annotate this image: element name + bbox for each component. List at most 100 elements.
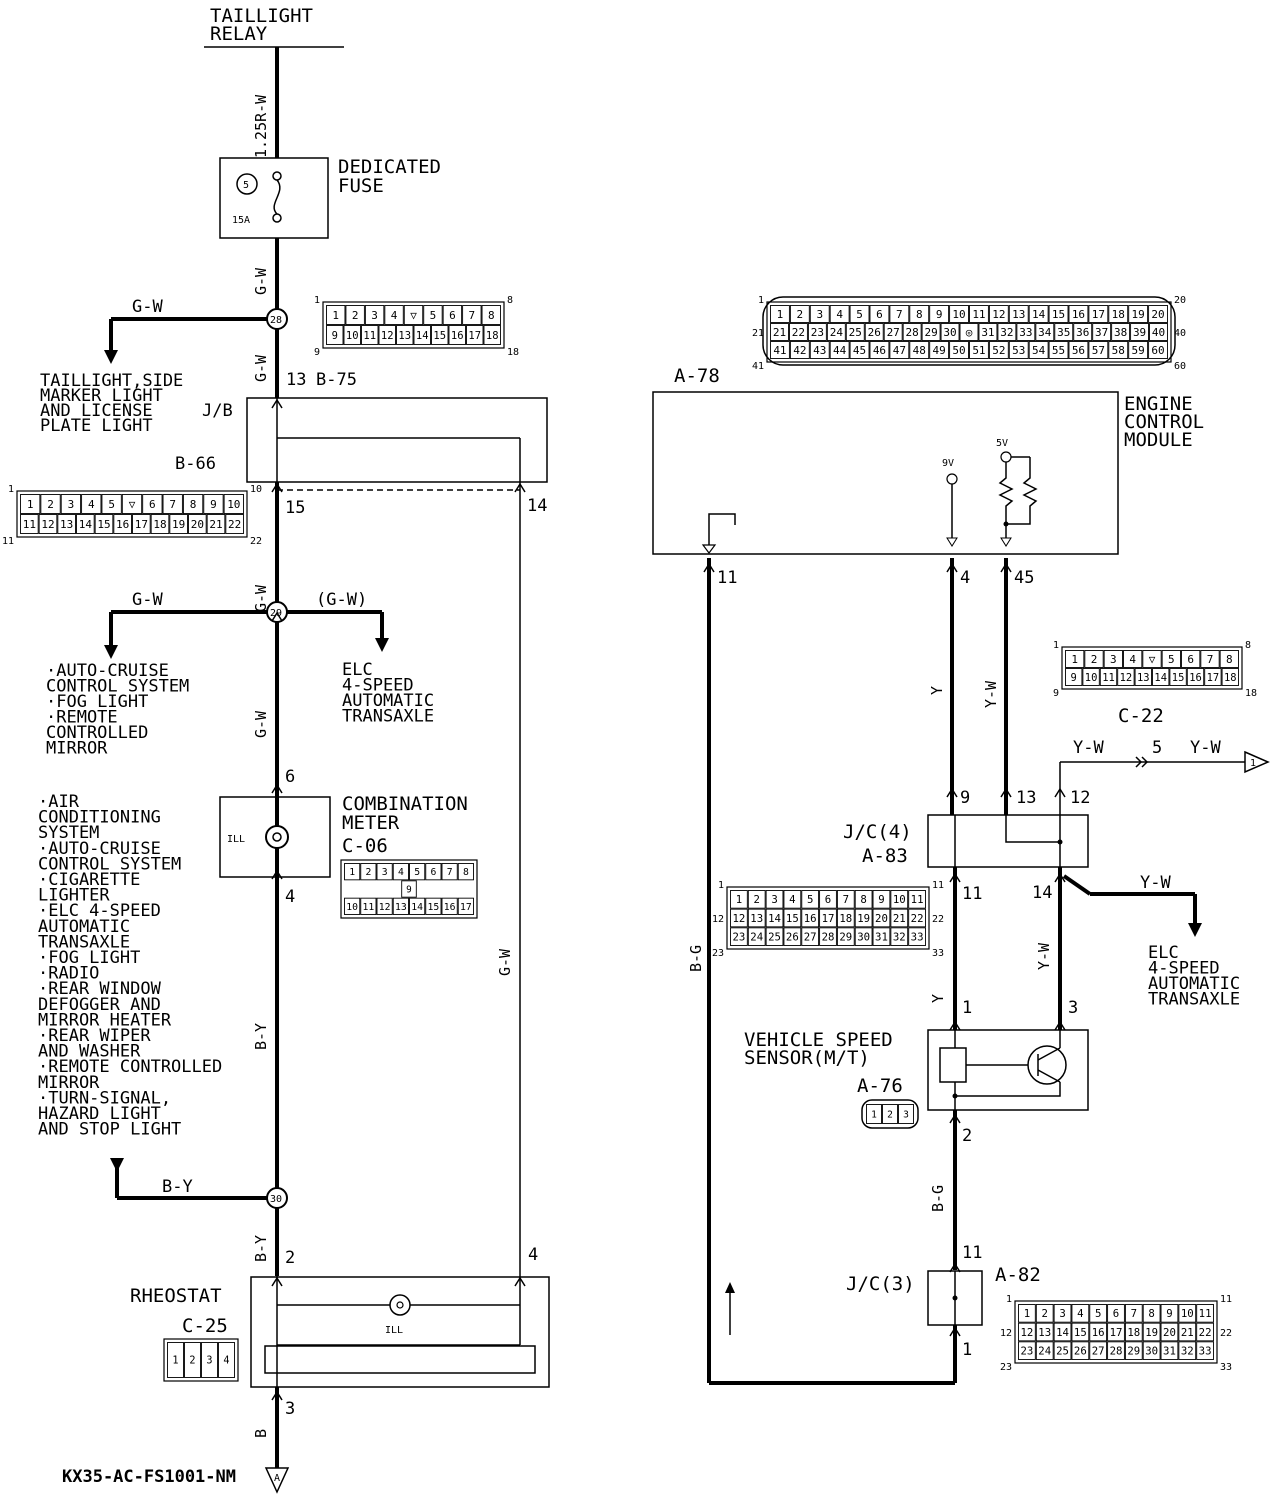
connector-cell — [1169, 668, 1187, 686]
connector-pin: 10 — [1181, 1307, 1194, 1320]
connector-pin: 1 — [1024, 1307, 1030, 1320]
connector-pin: 15 — [1074, 1326, 1087, 1339]
wire-label-gw-1: G-W — [252, 267, 270, 295]
connector-pin: 9 — [1071, 672, 1077, 684]
connector-cell — [425, 897, 442, 915]
jc4-box — [927, 814, 1089, 868]
connector-cell — [1142, 1341, 1161, 1360]
connector-pin: 24 — [750, 931, 763, 944]
connector-pin: 43 — [813, 344, 826, 357]
connector-outline — [322, 301, 505, 349]
branch-taillight-wire-label: G-W — [132, 297, 163, 317]
connector-pin: 4 — [789, 893, 795, 906]
jc3-label: J/C(3) — [846, 1273, 915, 1295]
connector-cell — [457, 863, 474, 881]
list-item: CONDITIONING — [38, 808, 161, 828]
connector-pin: 28 — [1110, 1345, 1123, 1358]
connector-cell — [132, 514, 151, 534]
terminal-arrow-icon — [946, 787, 958, 798]
connector-pin: 12 — [732, 912, 745, 925]
connector-cell — [376, 863, 393, 881]
connector-pin: 39 — [1133, 326, 1146, 339]
connector-cell — [783, 927, 802, 946]
meter-ill: ILL — [227, 834, 245, 845]
jc4-internal — [1005, 815, 1061, 843]
taillight-relay-label-2: RELAY — [210, 23, 268, 45]
connector-cell — [890, 908, 909, 928]
terminal-arrow-icon — [271, 1276, 283, 1287]
connector-pin: 11 — [363, 330, 376, 342]
connector-cell — [1053, 1304, 1072, 1323]
connector-pin: 11 — [23, 518, 36, 531]
connector-pin: 42 — [793, 344, 806, 357]
connector-cell — [38, 514, 58, 534]
connector-corner-pin: 18 — [1245, 688, 1257, 699]
connector-cell — [1200, 650, 1220, 668]
connector-cell — [1016, 323, 1036, 341]
connector-pin: 18 — [1127, 1326, 1140, 1339]
connector-cell — [142, 494, 163, 514]
connector-pin: 2 — [754, 893, 760, 906]
connector-pin: 30 — [1145, 1345, 1158, 1358]
connector-cell — [326, 325, 344, 345]
connector-cell — [849, 341, 870, 359]
connector-pin: 46 — [873, 344, 886, 357]
connector-pin: 6 — [1187, 653, 1194, 666]
arrow-up-icon — [110, 1158, 124, 1172]
connector-cell — [361, 325, 379, 345]
connector-pin: 14 — [416, 330, 429, 342]
connector-pin: 22 — [1199, 1326, 1212, 1339]
connector-cell — [343, 325, 361, 345]
connector-pin: 49 — [933, 344, 946, 357]
connector-cell — [1178, 1304, 1197, 1323]
connector-cell — [819, 890, 837, 909]
jb-pin-13: 13 — [286, 370, 306, 390]
connector-corner-pin: 11 — [1220, 1294, 1232, 1305]
connector-pin: 6 — [430, 867, 436, 878]
list-item: ·FOG LIGHT — [38, 948, 140, 968]
list-item: CONTROLLED — [46, 723, 148, 743]
connector-cell — [481, 305, 501, 325]
diagram-code: KX35-AC-FS1001-NM — [62, 1467, 236, 1487]
connector-pin: 19 — [172, 518, 185, 531]
connector-cell — [1018, 1322, 1036, 1342]
terminal-arrow-icon — [1000, 787, 1012, 798]
connector-cell — [1134, 668, 1152, 686]
connector-pin: 13 — [60, 518, 73, 531]
connector-pin: 26 — [1074, 1345, 1087, 1358]
wire-label-gw-3: G-W — [252, 584, 270, 612]
connector-cell — [409, 863, 426, 881]
connector-pin: 16 — [116, 518, 129, 531]
ecm-9v-arrow — [946, 537, 958, 547]
connector-pin: 20 — [191, 518, 204, 531]
connector-pin: 10 — [1085, 672, 1098, 684]
fuse-number: 5 — [243, 180, 249, 191]
taillight-dest-1: TAILLIGHT,SIDE — [40, 371, 183, 391]
connector-cell — [1124, 1341, 1143, 1360]
connector-pin: 25 — [1056, 1345, 1069, 1358]
jb-conn-b75: B-75 — [316, 370, 357, 390]
connector-cell — [829, 305, 850, 323]
connector-cell — [949, 341, 969, 359]
connector-corner-pin: 60 — [1174, 361, 1186, 372]
connector-cell — [1035, 1322, 1054, 1342]
connector-corner-pin: 21 — [752, 328, 764, 339]
connector-cell — [326, 305, 346, 325]
connector-cell — [765, 908, 784, 928]
connector-pin: 32 — [893, 931, 906, 944]
connector-cell — [864, 323, 884, 341]
connector-pin: 18 — [1112, 308, 1125, 321]
connector-cell — [344, 897, 361, 915]
connector-cell — [396, 325, 414, 345]
connector-cell — [1071, 1322, 1090, 1342]
connector-pin: 17 — [1207, 672, 1220, 684]
connector-cell — [1089, 1322, 1108, 1342]
connector-cell — [770, 305, 790, 323]
connector-pin: 1 — [27, 498, 34, 511]
connector-cell — [889, 341, 910, 359]
connector-pin: 12 — [379, 902, 391, 913]
connector-cell — [1181, 650, 1201, 668]
